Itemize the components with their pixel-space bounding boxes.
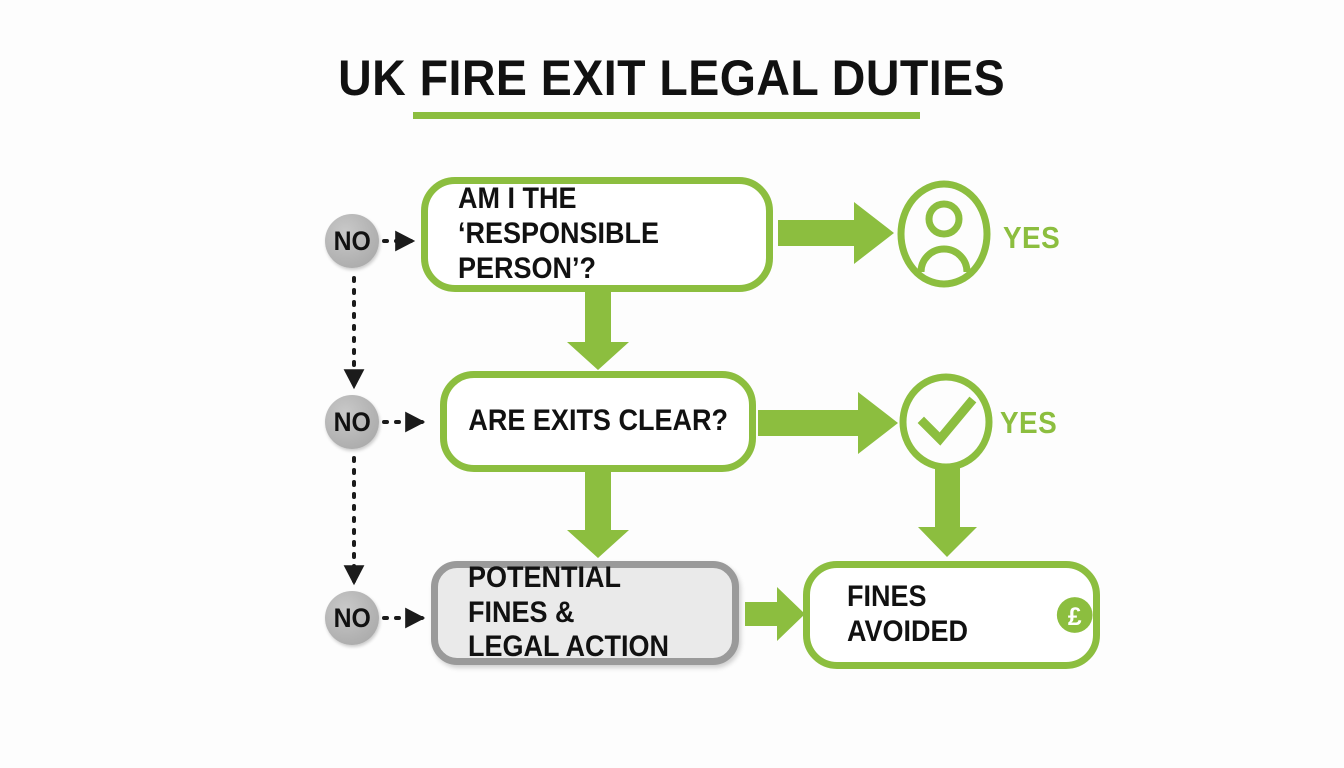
- fines-avoided-row: FINES AVOIDED £: [847, 580, 1093, 650]
- arrow-right-to-check-icon: [758, 392, 898, 454]
- person-icon: [897, 180, 991, 288]
- arrow-down-to-fines-avoided-box: [918, 467, 977, 557]
- no-branch-label-1: NO: [325, 214, 379, 268]
- yes-label-responsible-person: YES: [1003, 220, 1061, 255]
- outcome-box-potential-fines-text: POTENTIAL FINES & LEGAL ACTION: [468, 561, 706, 665]
- no-branch-label-3: NO: [325, 591, 379, 645]
- responsible-line-2: ‘RESPONSIBLE PERSON’?: [458, 217, 660, 285]
- yes-label-exits-clear: YES: [1000, 405, 1058, 440]
- page-title: UK FIRE EXIT LEGAL DUTIES: [338, 50, 1006, 106]
- no-label-text: NO: [333, 406, 371, 437]
- no-label-text: NO: [333, 225, 371, 256]
- decision-box-responsible-person-text: AM I THE ‘RESPONSIBLE PERSON’?: [458, 182, 735, 286]
- decision-box-responsible-person: AM I THE ‘RESPONSIBLE PERSON’?: [421, 177, 773, 292]
- potential-fines-line-1: POTENTIAL FINES &: [468, 560, 621, 629]
- outcome-box-fines-avoided-text: FINES AVOIDED: [847, 580, 969, 648]
- arrow-right-to-fines-avoided-box: [745, 587, 805, 641]
- outcome-box-potential-fines: POTENTIAL FINES & LEGAL ACTION: [431, 561, 739, 665]
- check-circle-icon: [899, 373, 993, 471]
- arrow-right-to-person-icon: [778, 202, 894, 264]
- responsible-line-1: AM I THE: [458, 182, 577, 216]
- no-branch-dotted-path: [343, 230, 426, 629]
- pound-symbol-text: £: [1067, 604, 1081, 631]
- no-label-text: NO: [333, 602, 371, 633]
- no-branch-label-2: NO: [325, 395, 379, 449]
- potential-fines-line-2: LEGAL ACTION: [468, 630, 670, 664]
- page-title-container: UK FIRE EXIT LEGAL DUTIES: [0, 52, 1344, 105]
- pound-badge-icon: £: [1056, 597, 1093, 633]
- outcome-box-fines-avoided: FINES AVOIDED £: [803, 561, 1100, 669]
- decision-box-exits-clear-text: ARE EXITS CLEAR?: [468, 404, 728, 438]
- arrow-down-to-exits-box: [567, 292, 629, 370]
- decision-box-exits-clear: ARE EXITS CLEAR?: [440, 371, 756, 472]
- title-underline-rule: [413, 112, 920, 119]
- arrow-down-to-fines-action-box: [567, 472, 629, 558]
